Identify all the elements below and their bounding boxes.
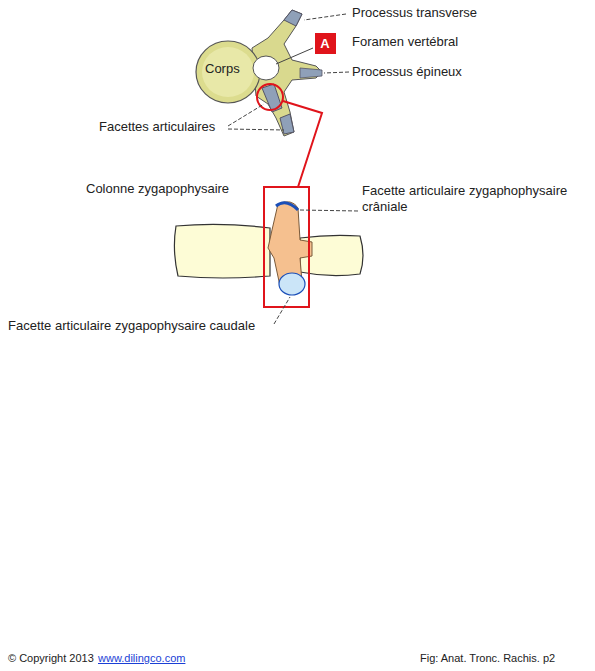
part-label: Corps — [205, 61, 240, 77]
part-label: Facette articulaire zygapophysaire cauda… — [8, 318, 255, 334]
part-label: Facettes articulaires — [99, 119, 215, 135]
zoom-line — [283, 101, 322, 187]
part-label: Processus épineux — [352, 64, 462, 80]
copyright-note: © Copyright 2013 — [8, 652, 94, 665]
zoom-frame — [264, 187, 309, 307]
part-label: Processus transverse — [352, 5, 477, 21]
part-label: Colonne zygapophysaire — [86, 181, 229, 197]
website-link: www.dilingco.com — [98, 652, 185, 665]
part-label: Foramen vertébral — [352, 34, 458, 50]
callout-letter: A — [315, 33, 336, 54]
figure-reference: Fig: Anat. Tronc. Rachis. p2 — [420, 652, 555, 665]
callout-text: A — [320, 36, 329, 51]
leader-lines — [228, 14, 358, 324]
vertebra-lateral-view — [174, 202, 363, 295]
vertebra-top-view — [196, 10, 322, 136]
part-label: Facette articulaire zygaphophysaire crân… — [362, 183, 592, 214]
